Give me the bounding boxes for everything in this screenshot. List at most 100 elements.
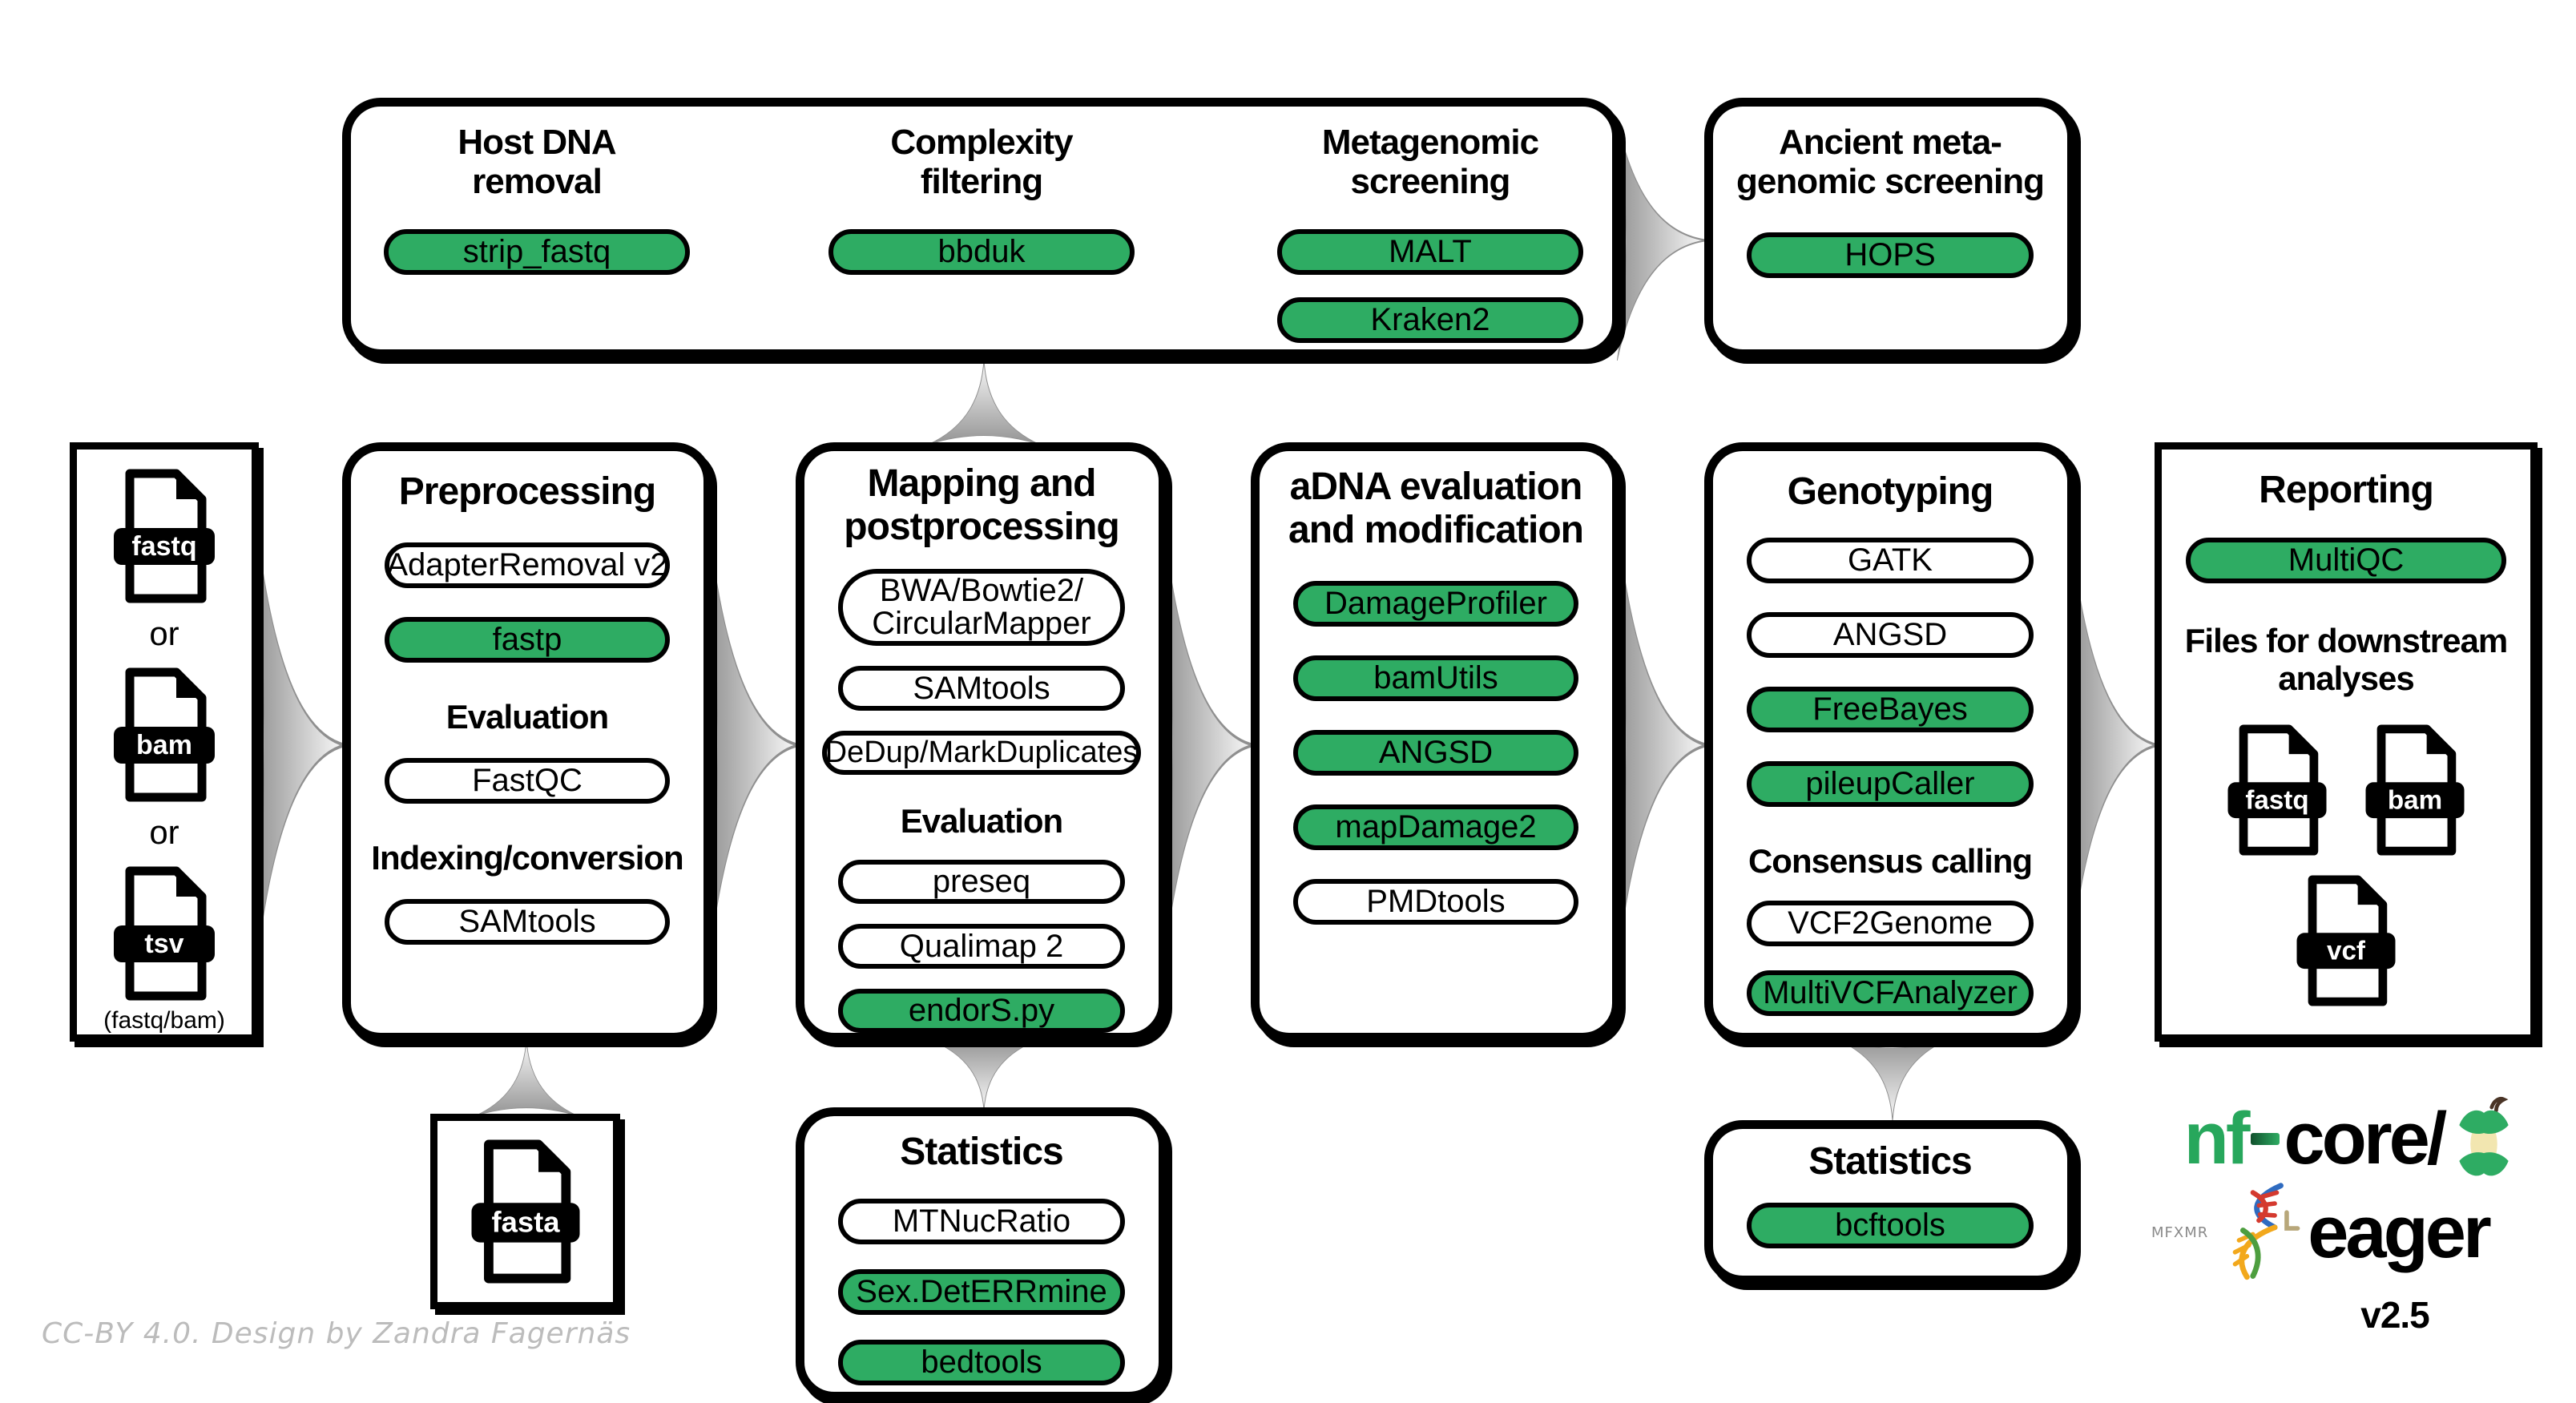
evaluation-heading: Evaluation [900, 801, 1063, 840]
tool-pill-hops: HOPS [1747, 232, 2034, 278]
tool-pill-malt: MALT [1277, 228, 1583, 275]
flow-arrow-preprocessing-to-mapping [707, 525, 799, 966]
evaluation-heading: Evaluation [445, 697, 609, 736]
logo-core-text: core/ [2284, 1098, 2447, 1179]
svg-text:fastq: fastq [2245, 785, 2308, 815]
or-label: or [149, 615, 179, 652]
nf-core-eager-logo: nf core/ MFXMR eager v2.5 [2151, 1096, 2547, 1336]
tool-pill-bwa-bowtie2-circularmapper: BWA/Bowtie2/ CircularMapper [838, 568, 1125, 647]
input-files-box: fastq or bam or tsv (fastq/bam) [70, 442, 259, 1042]
vcf-file-icon: vcf [2296, 875, 2396, 1006]
flow-arrow-genotyping-to-statistics [1836, 1038, 1949, 1121]
preprocessing-box: Preprocessing AdapterRemoval v2 fastp Ev… [342, 442, 712, 1042]
tool-pill-qualimap2: Qualimap 2 [838, 924, 1125, 969]
tool-pill-angsd: ANGSD [1747, 611, 2034, 658]
pill-label-line: CircularMapper [872, 605, 1091, 641]
logo-line-2: MFXMR eager [2151, 1183, 2547, 1282]
tool-pill-endors-py: endorS.py [838, 988, 1125, 1034]
fasta-reference-box: fasta [430, 1114, 620, 1309]
tool-pill-sex-determine: Sex.DetERRmine [838, 1268, 1125, 1315]
svg-text:bam: bam [136, 730, 192, 760]
tool-pill-preseq: preseq [838, 859, 1125, 905]
tool-pill-fastp: fastp [385, 616, 670, 663]
flow-arrow-mapping-to-adna [1163, 525, 1254, 966]
flow-arrow-adna-to-genotyping [1616, 525, 1707, 966]
bam-file-icon: bam [114, 667, 215, 802]
tsv-file-icon: tsv [114, 866, 215, 1001]
genotyping-box: Genotyping GATK ANGSD FreeBayes pileupCa… [1704, 442, 2076, 1042]
tool-pill-bcftools: bcftools [1747, 1202, 2034, 1248]
logo-dash [2251, 1132, 2280, 1145]
tool-pill-damageprofiler: DamageProfiler [1293, 580, 1578, 627]
flow-arrow-screening-to-ancient [1616, 120, 1707, 361]
tool-pill-gatk: GATK [1747, 537, 2034, 583]
indexing-conversion-heading: Indexing/conversion [371, 838, 683, 877]
box-title: Preprocessing [398, 470, 656, 513]
runes-label: MFXMR [2151, 1224, 2209, 1241]
or-label: or [149, 813, 179, 851]
logo-nf-text: nf [2183, 1098, 2251, 1179]
tool-pill-angsd: ANGSD [1293, 729, 1578, 776]
tool-pill-pileupcaller: pileupCaller [1747, 760, 2034, 807]
box-title: Statistics [900, 1131, 1063, 1173]
box-title: Reporting [2259, 469, 2434, 511]
tool-pill-multivcfanalyzer: MultiVCFAnalyzer [1747, 970, 2034, 1016]
tool-pill-vcf2genome: VCF2Genome [1747, 900, 2034, 946]
tool-pill-bedtools: bedtools [838, 1339, 1125, 1385]
svg-text:fasta: fasta [491, 1206, 560, 1239]
svg-text:vcf: vcf [2327, 936, 2366, 966]
dna-helix-icon [2232, 1183, 2300, 1280]
logo-line-1: nf core/ [2155, 1096, 2547, 1181]
statistics-genotyping-box: Statistics bcftools [1704, 1120, 2076, 1284]
license-credit-text: CC-BY 4.0. Design by Zandra Fagernäs [42, 1317, 631, 1350]
flow-arrow-input-to-preprocessing [254, 513, 345, 978]
tool-pill-multiqc: MultiQC [2186, 537, 2506, 583]
flow-arrow-fasta-to-preprocessing [474, 1038, 578, 1117]
fasta-file-icon: fasta [471, 1139, 579, 1284]
fastq-file-icon: fastq [2227, 724, 2327, 856]
svg-text:fastq: fastq [131, 531, 196, 562]
statistics-mapping-box: Statistics MTNucRatio Sex.DetERRmine bed… [796, 1107, 1167, 1401]
tool-pill-dedup-markduplicates: DeDup/MarkDuplicates [822, 730, 1141, 775]
box-title: Ancient meta-genomic screening [1735, 123, 2045, 202]
tool-pill-freebayes: FreeBayes [1747, 686, 2034, 732]
logo-version: v2.5 [2360, 1294, 2430, 1336]
vcf-icon-wrap: vcf [2295, 875, 2397, 1010]
tool-pill-samtools: SAMtools [385, 898, 670, 945]
pill-label-line: BWA/Bowtie2/ [879, 573, 1084, 609]
tool-pill-mapdamage2: mapDamage2 [1293, 804, 1578, 850]
svg-text:tsv: tsv [144, 929, 183, 959]
tool-pill-bbduk: bbduk [828, 228, 1135, 275]
flow-arrow-mapping-to-screening [928, 360, 1040, 445]
tool-pill-samtools: SAMtools [838, 666, 1125, 711]
bam-file-icon: bam [2365, 724, 2465, 856]
flow-arrow-genotyping-to-reporting [2071, 545, 2158, 945]
svg-text:bam: bam [2388, 785, 2442, 815]
logo-eager-text: eager [2308, 1191, 2491, 1273]
tool-pill-strip-fastq: strip_fastq [384, 228, 690, 275]
apple-core-icon [2459, 1096, 2509, 1176]
output-file-icons-row: fastq bam [2226, 724, 2466, 856]
ancient-metagenomic-screening-box: Ancient meta-genomic screening HOPS [1704, 98, 2076, 358]
tool-pill-adapterremoval: AdapterRemoval v2 [385, 542, 670, 588]
tool-pill-fastqc: FastQC [385, 757, 670, 804]
consensus-calling-heading: Consensus calling [1748, 841, 2033, 880]
tool-pill-bamutils: bamUtils [1293, 655, 1578, 701]
tsv-caption: (fastq/bam) [103, 1007, 225, 1034]
fastq-file-icon: fastq [114, 469, 215, 603]
tool-pill-kraken2: Kraken2 [1277, 296, 1583, 343]
tool-pill-mtnucratio: MTNucRatio [838, 1198, 1125, 1244]
